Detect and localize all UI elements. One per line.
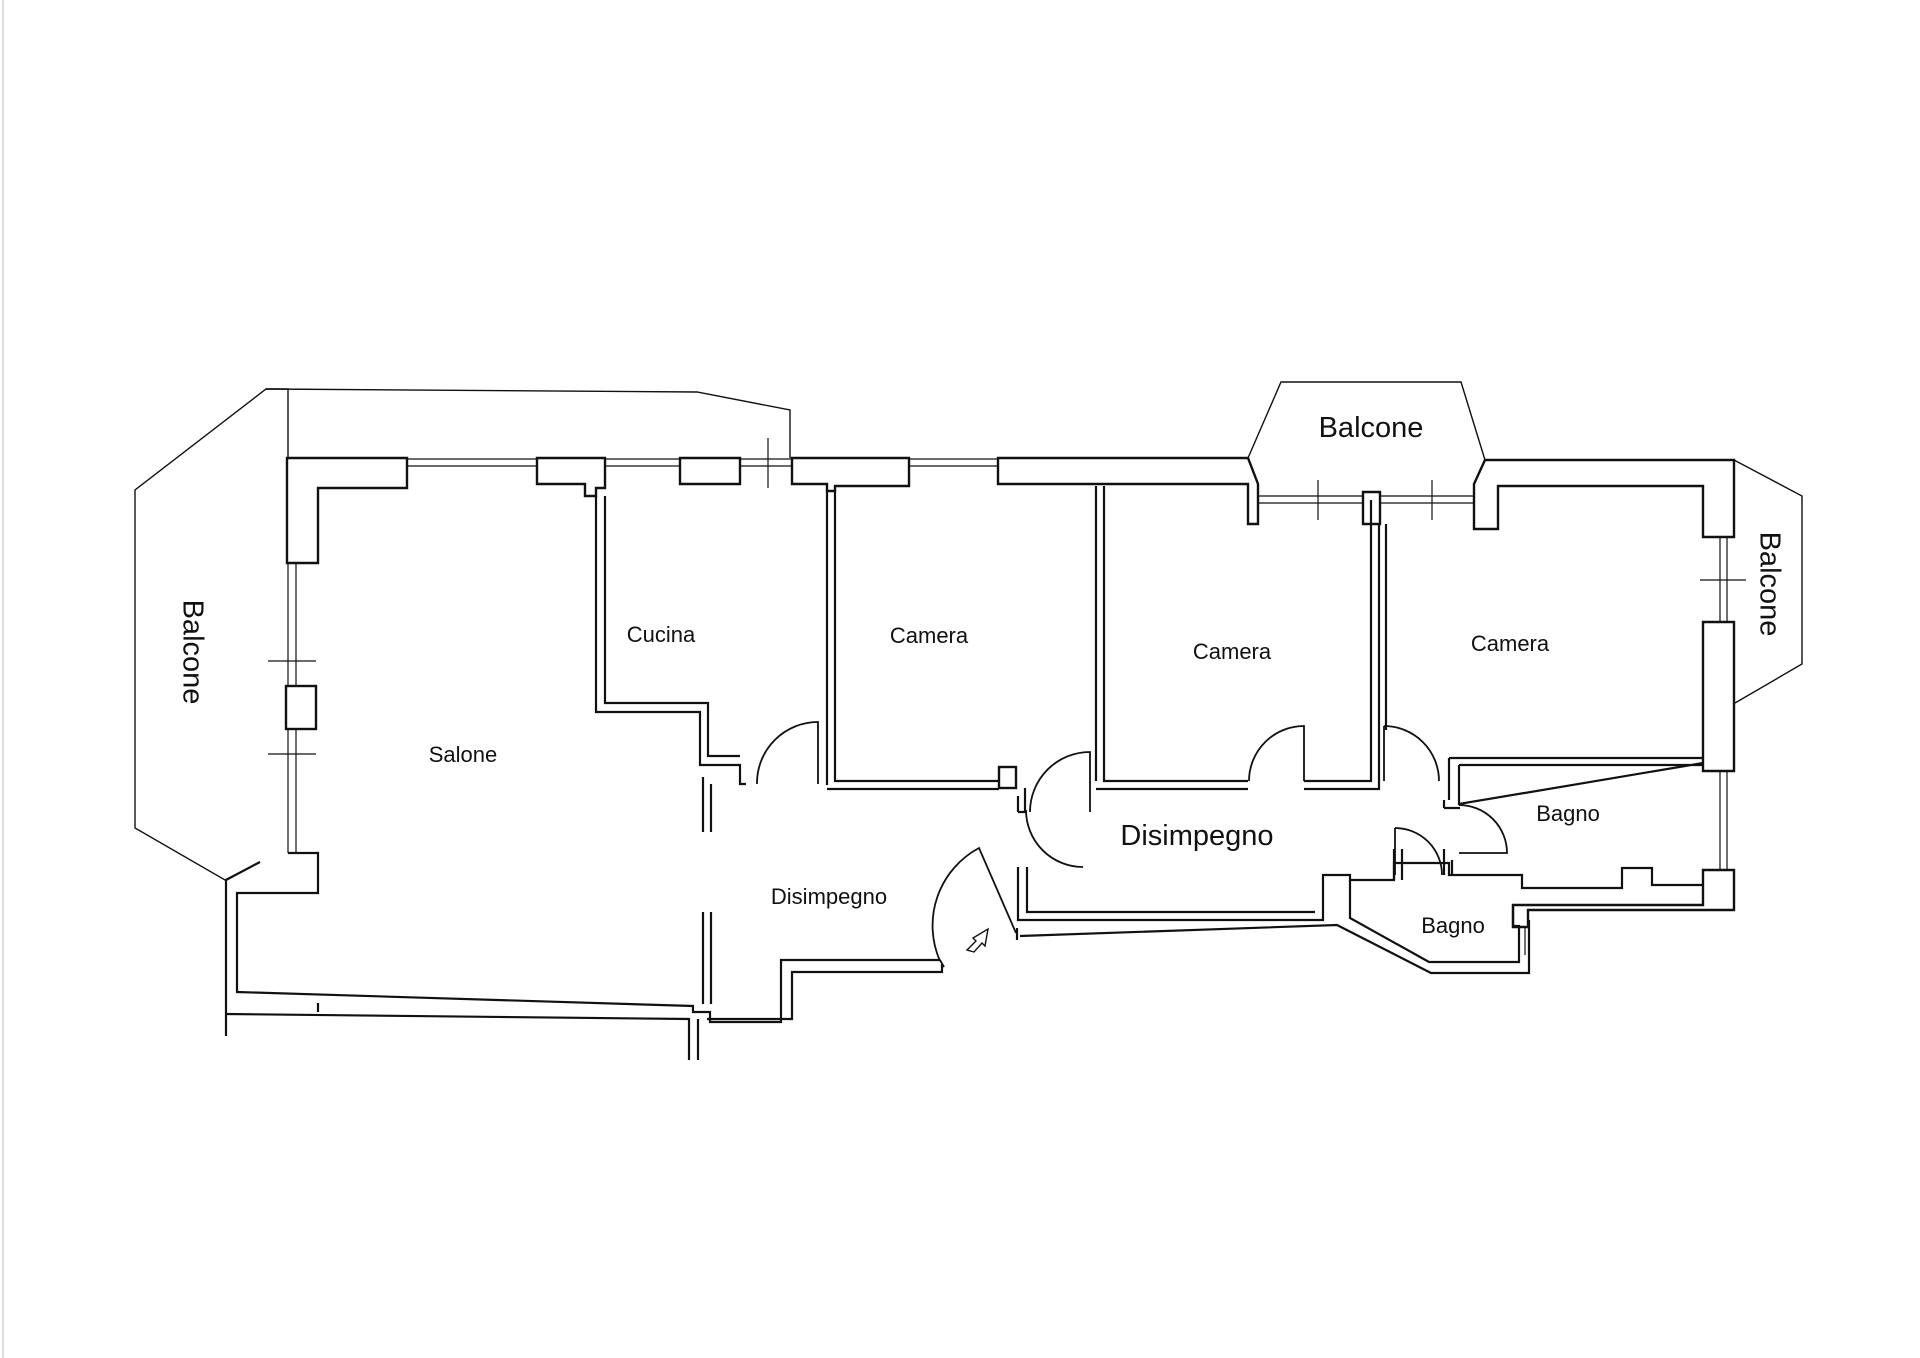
balcony-left-top-edge [265,388,791,458]
wall-camera-2 [1094,486,1381,791]
scan-edge [2,0,4,1358]
balcony-top-outline [1247,381,1486,461]
wall-bagno-lower-jamb [1392,849,1404,880]
wall-right-mid [1701,620,1736,773]
wall-top-pier-1 [535,456,607,498]
label-disimpegno-left: Disimpegno [771,884,887,909]
wall-top-pier-4 [996,456,1260,526]
windows [268,438,1746,955]
wall-bagno-upper-left [1442,790,1460,810]
wall-cucina [594,496,746,786]
wall-bagno-lower [1348,880,1521,964]
wall-top-pier-3 [790,456,911,493]
wall-camera-3 [1384,524,1388,730]
balcony-left-outline [134,388,289,881]
wall-lower-left-outer [224,861,261,1036]
wall-lower-left [235,851,940,1024]
wall-corridor-bottom [1016,861,1703,922]
wall-cucina-outer [603,496,740,758]
label-balcone-top: Balcone [1319,412,1424,444]
door-swings [756,721,1508,968]
label-cucina: Cucina [627,622,696,647]
wall-bagno-upper [1447,756,1704,806]
wall-disimpegno-lower [1016,788,1027,814]
label-camera-2: Camera [1193,639,1272,664]
wall-corridor-bottom-outer [1025,867,1315,914]
label-camera-3: Camera [1471,631,1550,656]
left-window-pier [284,684,318,731]
wall-camera-1-pier [997,765,1018,790]
wall-top-pier-2 [678,456,742,486]
label-camera-1: Camera [890,623,969,648]
label-salone: Salone [429,742,498,767]
balcony-right-outline [1733,459,1803,704]
wall-bagno-divider [1442,849,1454,875]
wall-top-right-block [1472,458,1736,539]
entrance-arrow-icon [965,927,989,953]
label-bagno-upper: Bagno [1536,801,1600,826]
label-balcone-right: Balcone [1753,532,1785,637]
wall-camera-1 [825,491,999,791]
label-balcone-left: Balcone [176,600,208,705]
wall-entrance-right [1019,920,1531,975]
wall-bottom-outer [225,964,944,1060]
wall-right-low [1511,868,1736,929]
wall-salone-corner [285,456,409,565]
label-disimpegno-center: Disimpegno [1120,820,1273,852]
label-bagno-lower: Bagno [1421,913,1485,938]
